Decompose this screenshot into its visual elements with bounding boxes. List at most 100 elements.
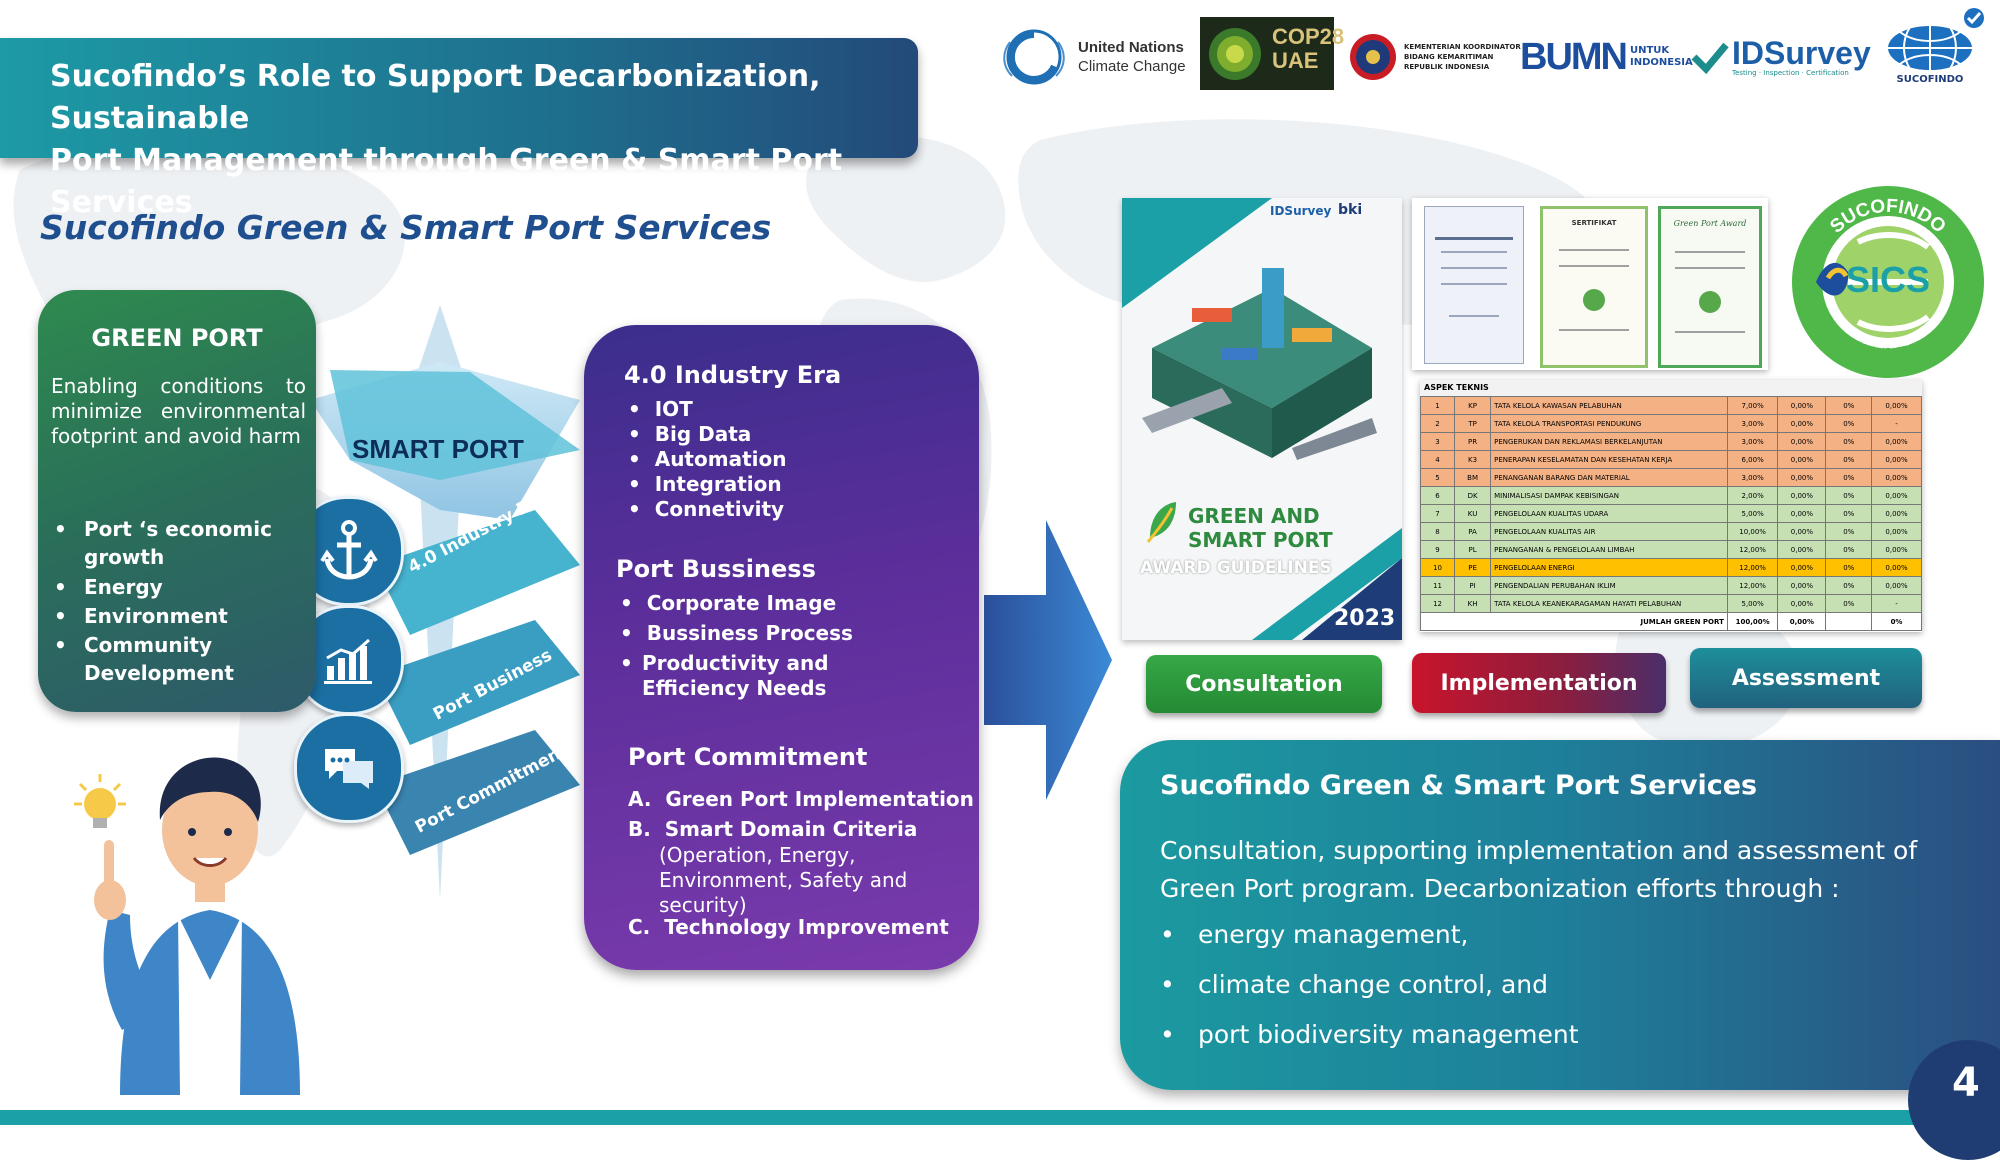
- list-item: • Connetivity: [628, 497, 785, 521]
- table-cell: 0,00%: [1777, 432, 1827, 451]
- person-illustration: [74, 757, 300, 1095]
- bumn-sub-1: UNTUK: [1629, 45, 1670, 56]
- table-cell: 4: [1420, 450, 1456, 469]
- table-cell: 0,00%: [1871, 450, 1922, 469]
- certificate-2: SERTIFIKAT: [1540, 206, 1648, 368]
- table-cell: 3,00%: [1726, 468, 1779, 487]
- table-cell: 12,00%: [1726, 576, 1779, 595]
- consultation-button[interactable]: Consultation: [1146, 655, 1382, 713]
- sics-greenport-badge: SICS SUCOFINDO GREENPORT: [1792, 186, 1984, 378]
- implementation-button[interactable]: Implementation: [1412, 653, 1666, 713]
- table-cell: 10: [1420, 558, 1456, 577]
- sucofindo-logo: SUCOFINDO: [1880, 24, 1980, 90]
- table-cell: 5,00%: [1726, 504, 1779, 523]
- section-subtitle: Sucofindo Green & Smart Port Services: [40, 208, 772, 247]
- table-cell: 0,00%: [1777, 450, 1827, 469]
- table-cell: PL: [1454, 540, 1492, 559]
- green-port-heading: GREEN PORT: [91, 324, 263, 352]
- kemenko-line-3: REPUBLIK INDONESIA: [1404, 63, 1490, 71]
- table-cell: BM: [1454, 468, 1492, 487]
- anchor-icon: [320, 520, 378, 580]
- table-header: ASPEK TEKNIS: [1420, 380, 1922, 396]
- table-cell: 7,00%: [1726, 396, 1779, 415]
- page-title: Sucofindo’s Role to Support Decarbonizat…: [50, 56, 918, 224]
- table-cell: 0%: [1825, 468, 1873, 487]
- cover-brand-bki: bki: [1338, 202, 1363, 218]
- cert3-title: Green Port Award: [1673, 219, 1747, 228]
- footer-bar: [0, 1110, 2000, 1125]
- table-cell: 0,00%: [1871, 576, 1922, 595]
- smart-port-label: SMART PORT: [352, 434, 524, 464]
- kemenko-line-1: KEMENTERIAN KOORDINATOR: [1404, 43, 1521, 51]
- title-banner: Sucofindo’s Role to Support Decarbonizat…: [0, 38, 918, 220]
- assessment-button[interactable]: Assessment: [1690, 648, 1922, 708]
- table-cell: 6,00%: [1726, 450, 1779, 469]
- unfccc-logo: United Nations Climate Change: [996, 22, 1186, 92]
- table-cell: MINIMALISASI DAMPAK KEBISINGAN: [1490, 486, 1728, 505]
- table-cell: 0%: [1825, 540, 1873, 559]
- table-cell: TATA KELOLA KEANEKARAGAMAN HAYATI PELABU…: [1490, 594, 1728, 613]
- table-cell: PA: [1454, 522, 1492, 541]
- table-cell: 11: [1420, 576, 1456, 595]
- un-line-2: Climate Change: [1078, 58, 1186, 75]
- table-cell: PENGELOLAAN KUALITAS UDARA: [1490, 504, 1728, 523]
- services-item: •port biodiversity management: [1160, 1020, 1579, 1049]
- bumn-sub-2: INDONESIA: [1629, 57, 1693, 68]
- sucofindo-globe-icon: [1888, 26, 1972, 70]
- table-cell: 0,00%: [1871, 540, 1922, 559]
- flow-arrow: [984, 520, 1112, 800]
- table-cell: 0%: [1825, 594, 1873, 613]
- table-cell: 12,00%: [1726, 558, 1779, 577]
- cover-title-line-2: SMART PORT: [1188, 528, 1333, 552]
- table-cell: PENGELOLAAN ENERGI: [1490, 558, 1728, 577]
- certificate-3: Green Port Award: [1658, 206, 1762, 368]
- table-cell: 7: [1420, 504, 1456, 523]
- cop28-text: COP28: [1272, 24, 1345, 49]
- table-cell: 3,00%: [1726, 414, 1779, 433]
- kemenko-line-2: BIDANG KEMARITIMAN: [1404, 53, 1494, 61]
- table-cell: 0,00%: [1777, 612, 1827, 631]
- chat-circle: [294, 713, 404, 823]
- table-cell: 0%: [1825, 504, 1873, 523]
- table-cell: 2: [1420, 414, 1456, 433]
- uae-text: UAE: [1272, 48, 1319, 73]
- cover-title-line-1: GREEN AND: [1188, 504, 1320, 528]
- idsurvey-check-icon: [1691, 42, 1729, 75]
- table-cell: PENANGANAN BARANG DAN MATERIAL: [1490, 468, 1728, 487]
- table-cell: 8: [1420, 522, 1456, 541]
- port-business-heading: Port Bussiness: [616, 555, 816, 583]
- table-cell: PENGELOLAAN KUALITAS AIR: [1490, 522, 1728, 541]
- list-item: • Bussiness Process: [620, 621, 853, 645]
- list-item: • Integration: [628, 472, 782, 496]
- table-cell: 3: [1420, 432, 1456, 451]
- table-cell: 0,00%: [1777, 486, 1827, 505]
- title-line-2: Port Management through Green & Smart Po…: [50, 143, 843, 220]
- table-cell: 0,00%: [1777, 396, 1827, 415]
- table-cell: KP: [1454, 396, 1492, 415]
- services-description: Consultation, supporting implementation …: [1160, 836, 1918, 903]
- services-item: •energy management,: [1160, 920, 1469, 949]
- certificates-panel: SERTIFIKAT Green Port Award: [1412, 198, 1768, 370]
- list-item: C. Technology Improvement: [628, 915, 949, 939]
- list-item: B. Smart Domain Criteria: [628, 817, 918, 841]
- list-item: • Corporate Image: [620, 591, 837, 615]
- list-item: A. Green Port Implementation: [628, 787, 974, 811]
- table-cell: 0,00%: [1777, 504, 1827, 523]
- table-cell: PENGERUKAN DAN REKLAMASI BERKELANJUTAN: [1490, 432, 1728, 451]
- table-cell: TP: [1454, 414, 1492, 433]
- table-cell: 0,00%: [1871, 468, 1922, 487]
- page-number: 4: [1952, 1060, 1980, 1106]
- cop28-globe-icon: [1209, 28, 1261, 80]
- idsurvey-text: IDSurvey: [1732, 35, 1871, 71]
- list-item: • IOT: [628, 397, 693, 421]
